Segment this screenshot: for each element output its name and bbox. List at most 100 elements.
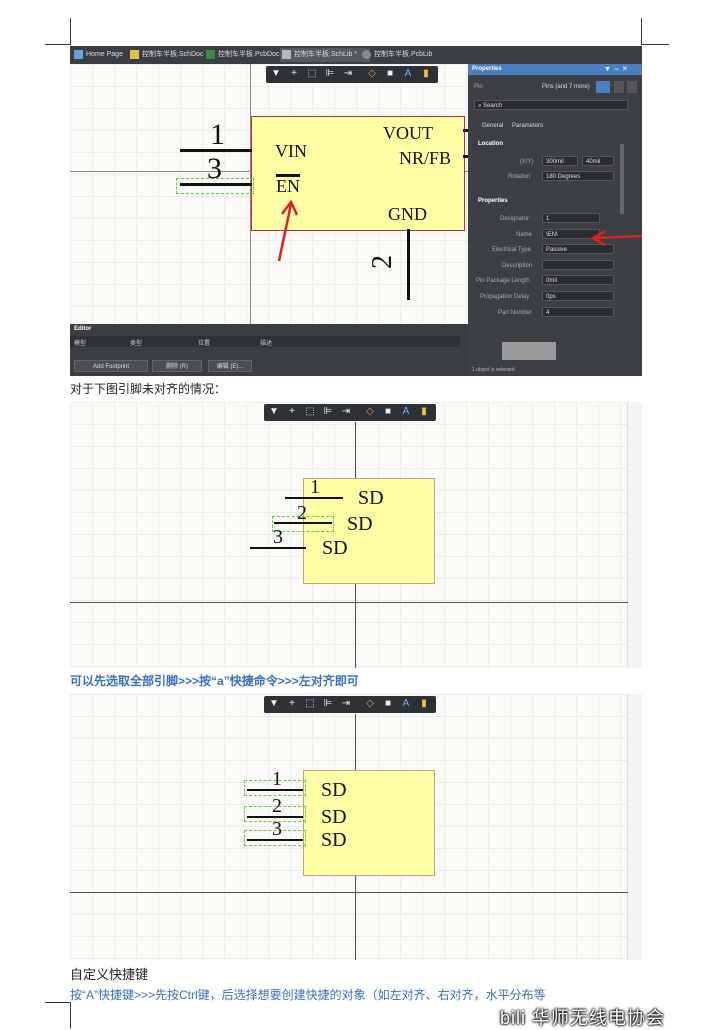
tab-pcbdoc[interactable]: 控制车半板.PcbDoc xyxy=(204,48,292,62)
canvas-axis-v xyxy=(250,64,251,324)
component-body[interactable] xyxy=(251,116,465,231)
place-pin-icon[interactable]: ⇥ xyxy=(343,68,353,79)
propagation-delay-field[interactable]: 0ps xyxy=(542,291,614,301)
pin-3-line[interactable] xyxy=(247,839,303,841)
pin-vout-name: VOUT xyxy=(383,123,433,143)
pin-1-line[interactable] xyxy=(247,789,303,791)
rotation-select[interactable]: 180 Degrees xyxy=(542,171,614,181)
propagation-delay-label: Propagation Delay xyxy=(480,294,530,300)
rectangle-icon[interactable]: ■ xyxy=(384,698,392,709)
filter-icon[interactable]: ▼ xyxy=(269,406,279,417)
pin-2-line[interactable] xyxy=(407,229,410,300)
search-icon: ⌕ xyxy=(478,103,484,109)
place-pin-icon[interactable]: ⇥ xyxy=(341,698,351,709)
rectangle-icon[interactable]: ■ xyxy=(384,406,392,417)
draw-shape-icon[interactable]: ◇ xyxy=(366,406,374,417)
move-icon[interactable]: + xyxy=(289,698,295,709)
tab-schdoc[interactable]: 控制车半板.SchDoc xyxy=(128,48,216,62)
filter-icon[interactable]: ▼ xyxy=(271,68,281,79)
heading-custom-shortcut: 自定义快捷键 xyxy=(70,967,149,982)
text-icon[interactable]: A xyxy=(404,68,412,79)
search-input[interactable]: ⌕ Search xyxy=(474,100,628,110)
rectangle-icon[interactable]: ■ xyxy=(386,68,394,79)
crop-mark-tr-v xyxy=(641,18,642,45)
move-icon[interactable]: + xyxy=(289,406,295,417)
pin-nrfb-line[interactable] xyxy=(463,155,469,158)
part-number-stepper[interactable]: 4 xyxy=(542,307,614,317)
pin-1-name: SD xyxy=(358,487,384,509)
pin-1-line[interactable] xyxy=(180,149,252,152)
caption-shortcut-steps: 按“A”快捷键>>>先按Ctrl键，后选择想要创建快捷的对象（如左对齐、右对齐，… xyxy=(70,988,546,1002)
section-location[interactable]: Location xyxy=(478,141,503,147)
panel-controls-icon[interactable]: ▼ ⇔ ✕ xyxy=(604,66,628,73)
y-field[interactable]: 40mil xyxy=(582,156,614,166)
tab-pcblib[interactable]: 控制车半板.PcbLib xyxy=(360,48,448,62)
section-properties[interactable]: Properties xyxy=(478,198,508,204)
editor-tab[interactable]: Editor xyxy=(74,326,92,332)
pin-2-line[interactable] xyxy=(274,522,332,524)
pcb-doc-icon xyxy=(206,50,215,59)
edit-button[interactable]: 编辑 (E)... xyxy=(208,360,252,372)
pin-2-name: SD xyxy=(321,806,347,828)
draw-shape-icon[interactable]: ◇ xyxy=(366,698,374,709)
tab-parameters[interactable]: Parameters xyxy=(512,123,544,129)
pin-2-name: SD xyxy=(347,513,373,535)
part-icon[interactable]: ▮ xyxy=(423,68,429,79)
pin-package-length-field[interactable]: 0mil xyxy=(542,275,614,285)
pin-3-line[interactable] xyxy=(250,547,306,549)
panel-btn-a[interactable] xyxy=(614,81,624,93)
active-bar-toolbar-2: ▼ + ⬚ ⊫ ⇥ ◇ ■ A ▮ xyxy=(264,404,436,421)
tab-schlib[interactable]: 控制车半板.SchLib * xyxy=(280,48,370,62)
designator-label: Designator xyxy=(500,216,530,222)
pin-1-line[interactable] xyxy=(285,497,343,499)
pin-2-line[interactable] xyxy=(247,816,303,818)
properties-panel: Properties ▼ ⇔ ✕ Pin Pins (and 7 more) ⌕… xyxy=(468,64,642,376)
document-tab-bar: Home Page 控制车半板.SchDoc 控制车半板.PcbDoc 控制车半… xyxy=(70,46,642,64)
pin-2-number: 2 xyxy=(272,795,282,817)
part-icon[interactable]: ▮ xyxy=(421,698,427,709)
component-body[interactable] xyxy=(303,770,435,876)
color-swatch[interactable] xyxy=(502,342,556,360)
panel-btn-b[interactable] xyxy=(627,81,637,93)
align-icon[interactable]: ⊫ xyxy=(323,406,333,417)
right-panel-strip[interactable] xyxy=(627,694,642,960)
panel-scrollbar[interactable] xyxy=(620,144,624,214)
status-text: 1 object is selected xyxy=(472,367,515,373)
pin-3-number: 3 xyxy=(273,526,283,548)
draw-shape-icon[interactable]: ◇ xyxy=(368,68,376,79)
select-rect-icon[interactable]: ⬚ xyxy=(307,68,317,79)
delete-button[interactable]: 删除 (R) xyxy=(152,360,202,372)
aligned-pins-screenshot: ▼ + ⬚ ⊫ ⇥ ◇ ■ A ▮ 1 2 3 SD SD SD xyxy=(70,694,642,960)
pin-vin-name: VIN xyxy=(275,141,307,161)
move-icon[interactable]: + xyxy=(291,68,297,79)
select-rect-icon[interactable]: ⬚ xyxy=(305,698,315,709)
schematic-doc-icon xyxy=(130,50,139,59)
select-rect-icon[interactable]: ⬚ xyxy=(305,406,315,417)
pin-2-selection xyxy=(272,516,334,532)
place-pin-icon[interactable]: ⇥ xyxy=(341,406,351,417)
electrical-type-select[interactable]: Passive xyxy=(542,244,614,254)
pin-3-line[interactable] xyxy=(180,183,252,186)
description-field[interactable] xyxy=(542,260,614,270)
electrical-type-label: Electrical Type xyxy=(492,247,531,253)
editor-header-bg xyxy=(70,336,460,347)
pin-2-number: 2 xyxy=(297,502,307,524)
text-icon[interactable]: A xyxy=(402,406,410,417)
pin-vout-line[interactable] xyxy=(463,129,469,132)
x-field[interactable]: 300mil xyxy=(542,156,578,166)
tab-home-page[interactable]: Home Page xyxy=(72,48,140,62)
align-icon[interactable]: ⊫ xyxy=(323,698,333,709)
part-icon[interactable]: ▮ xyxy=(421,406,427,417)
tab-general[interactable]: General xyxy=(482,123,504,129)
filter-button[interactable] xyxy=(596,81,610,93)
right-panel-strip[interactable] xyxy=(627,402,642,668)
filter-icon[interactable]: ▼ xyxy=(269,698,279,709)
add-footprint-button[interactable]: Add Footprint xyxy=(74,360,148,372)
designator-field[interactable]: 1 xyxy=(542,213,600,223)
canvas-axis-h xyxy=(70,602,628,603)
caption-select-and-align: 可以先选取全部引脚>>>按“a”快捷命令>>>左对齐即可 xyxy=(70,674,359,688)
text-icon[interactable]: A xyxy=(402,698,410,709)
align-icon[interactable]: ⊫ xyxy=(325,68,335,79)
caption-misaligned: 对于下图引脚未对齐的情况： xyxy=(70,382,227,396)
active-bar-toolbar: ▼ + ⬚ ⊫ ⇥ ◇ ■ A ▮ xyxy=(266,66,438,83)
